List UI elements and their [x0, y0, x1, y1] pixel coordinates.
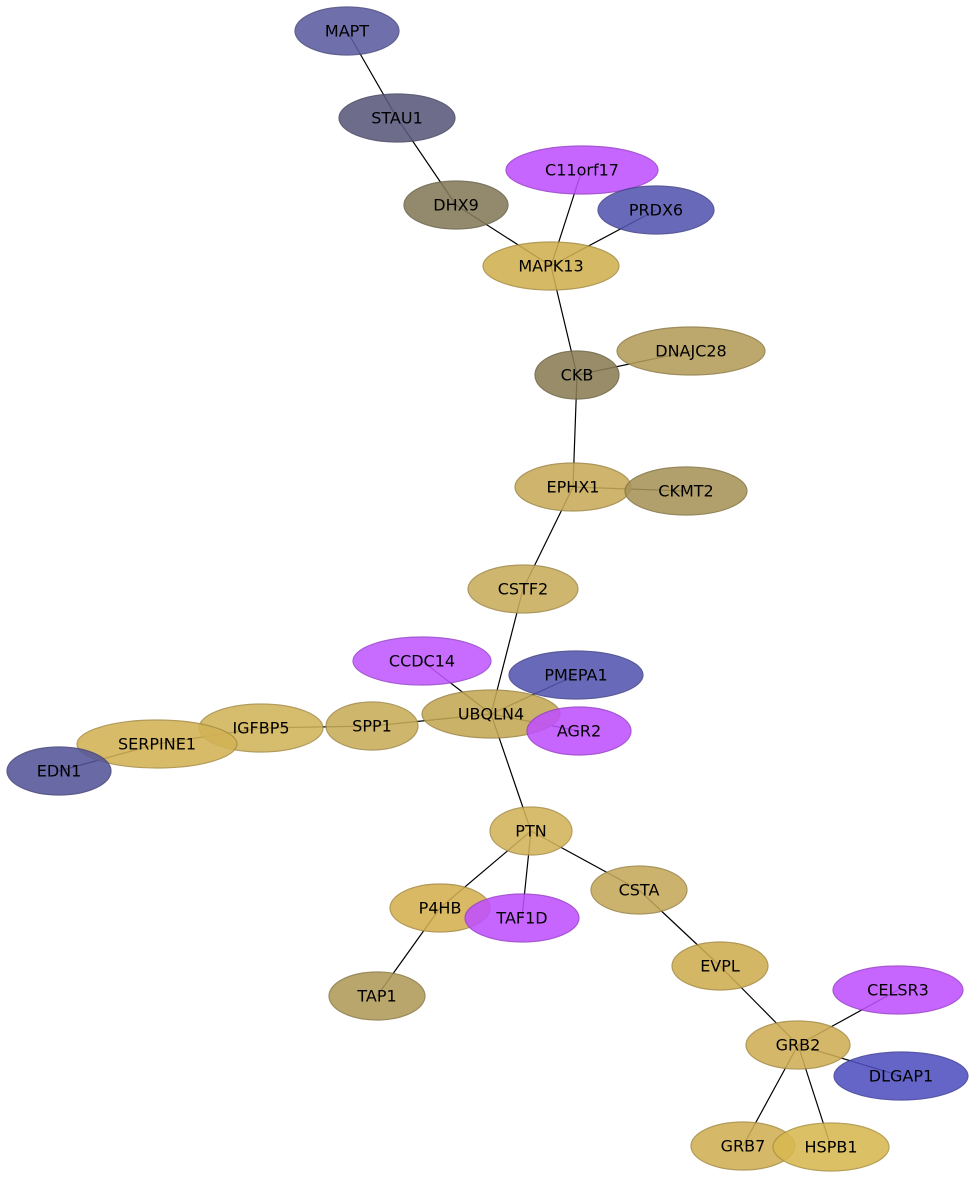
node-label: C11orf17	[545, 161, 619, 180]
node-shape	[328, 971, 426, 1021]
node-shape	[745, 1020, 851, 1070]
node-ccdc14[interactable]: CCDC14	[352, 636, 492, 686]
node-ephx1[interactable]: EPHX1	[514, 462, 632, 512]
node-label: CELSR3	[867, 981, 929, 1000]
node-label: EDN1	[37, 762, 82, 781]
node-label: GRB2	[776, 1036, 821, 1055]
node-spp1[interactable]: SPP1	[325, 701, 419, 751]
node-shape	[403, 180, 509, 230]
node-shape	[772, 1122, 890, 1172]
node-serpine1[interactable]: SERPINE1	[76, 719, 238, 769]
node-label: CSTF2	[498, 580, 548, 599]
node-agr2[interactable]: AGR2	[526, 706, 632, 756]
node-stau1[interactable]: STAU1	[338, 93, 456, 143]
node-prdx6[interactable]: PRDX6	[597, 185, 715, 235]
node-cstf2[interactable]: CSTF2	[467, 564, 579, 614]
node-shape	[325, 701, 419, 751]
node-ckmt2[interactable]: CKMT2	[624, 466, 748, 516]
node-label: P4HB	[419, 899, 462, 918]
node-mapk13[interactable]: MAPK13	[482, 241, 620, 291]
node-label: TAP1	[356, 987, 396, 1006]
node-label: STAU1	[371, 109, 423, 128]
node-shape	[508, 650, 644, 700]
node-shape	[464, 893, 580, 943]
node-label: UBQLN4	[458, 705, 524, 724]
node-pmepa1[interactable]: PMEPA1	[508, 650, 644, 700]
node-shape	[294, 6, 400, 56]
node-taf1d[interactable]: TAF1D	[464, 893, 580, 943]
node-edn1[interactable]: EDN1	[6, 746, 112, 796]
node-shape	[505, 145, 659, 195]
node-label: IGFBP5	[232, 719, 289, 738]
node-hspb1[interactable]: HSPB1	[772, 1122, 890, 1172]
node-shape	[671, 941, 769, 991]
node-label: CCDC14	[389, 652, 455, 671]
node-dnajc28[interactable]: DNAJC28	[616, 326, 766, 376]
node-ptn[interactable]: PTN	[489, 806, 573, 856]
node-label: HSPB1	[805, 1138, 858, 1157]
node-label: AGR2	[557, 722, 601, 741]
node-label: DHX9	[433, 196, 479, 215]
node-label: CSTA	[619, 881, 660, 900]
node-shape	[534, 350, 620, 400]
node-shape	[590, 865, 688, 915]
node-label: DNAJC28	[655, 342, 726, 361]
node-ckb[interactable]: CKB	[534, 350, 620, 400]
node-mapt[interactable]: MAPT	[294, 6, 400, 56]
node-shape	[832, 965, 964, 1015]
node-label: DLGAP1	[869, 1067, 933, 1086]
node-shape	[352, 636, 492, 686]
node-label: EVPL	[700, 957, 740, 976]
node-celsr3[interactable]: CELSR3	[832, 965, 964, 1015]
node-label: MAPT	[325, 22, 369, 41]
node-dlgap1[interactable]: DLGAP1	[833, 1051, 969, 1101]
node-shape	[616, 326, 766, 376]
node-grb7[interactable]: GRB7	[690, 1121, 796, 1171]
node-label: EPHX1	[547, 478, 600, 497]
node-label: TAF1D	[495, 909, 547, 928]
node-label: PTN	[515, 822, 546, 841]
node-label: MAPK13	[518, 257, 583, 276]
node-shape	[624, 466, 748, 516]
node-shape	[489, 806, 573, 856]
node-label: PMEPA1	[544, 666, 607, 685]
node-shape	[338, 93, 456, 143]
node-shape	[467, 564, 579, 614]
node-shape	[833, 1051, 969, 1101]
node-c11orf17[interactable]: C11orf17	[505, 145, 659, 195]
node-label: GRB7	[721, 1137, 766, 1156]
node-csta[interactable]: CSTA	[590, 865, 688, 915]
node-shape	[597, 185, 715, 235]
node-label: CKMT2	[658, 482, 713, 501]
node-label: SPP1	[352, 717, 392, 736]
node-dhx9[interactable]: DHX9	[403, 180, 509, 230]
node-shape	[526, 706, 632, 756]
node-shape	[6, 746, 112, 796]
node-label: PRDX6	[629, 201, 683, 220]
node-label: SERPINE1	[118, 735, 196, 754]
node-shape	[76, 719, 238, 769]
node-shape	[482, 241, 620, 291]
node-tap1[interactable]: TAP1	[328, 971, 426, 1021]
node-label: CKB	[561, 366, 594, 385]
node-grb2[interactable]: GRB2	[745, 1020, 851, 1070]
node-evpl[interactable]: EVPL	[671, 941, 769, 991]
